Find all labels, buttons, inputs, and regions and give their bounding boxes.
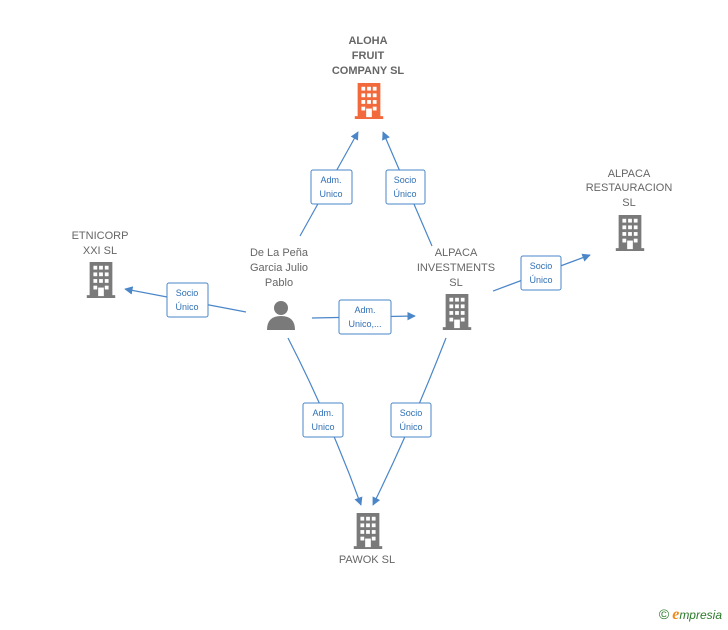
node-label-line: RESTAURACION (586, 182, 673, 194)
edge-label-line: Adm. (320, 175, 341, 185)
edge-label-person-to-etnicorp[interactable]: Socio Único (166, 282, 209, 318)
brand-initial: e (672, 606, 680, 623)
building-icon (86, 262, 116, 298)
node-label-line: SL (449, 277, 462, 289)
edge-label-person-to-investments[interactable]: Adm. Unico,... (338, 299, 392, 335)
node-pawok[interactable]: PAWOK SL (339, 513, 395, 566)
edge-label-line: Socio (176, 288, 199, 298)
edge-label-line: Único (393, 189, 416, 199)
node-etnicorp[interactable]: ETNICORP XXI SL (72, 230, 129, 298)
node-label-line: Garcia Julio (250, 262, 308, 274)
brand-name: mpresia (679, 608, 722, 622)
edge-label-line: Adm. (312, 408, 333, 418)
node-aloha-fruit-company[interactable]: ALOHA FRUIT COMPANY SL (332, 35, 405, 119)
edge-label-investments-to-aloha[interactable]: Socio Único (385, 169, 426, 205)
edge-label-line: Único (529, 275, 552, 285)
node-label-line: SL (622, 197, 635, 209)
building-icon (354, 83, 384, 119)
edge-label-line: Único (399, 422, 422, 432)
building-icon (615, 215, 645, 251)
edge-label-person-to-pawok[interactable]: Adm. Unico (302, 402, 344, 438)
edge-label-investments-to-restauracion[interactable]: Socio Único (520, 255, 562, 291)
edge-label-line: Unico,... (348, 319, 381, 329)
node-label-line: Pablo (265, 277, 293, 289)
person-icon (267, 301, 295, 330)
node-alpaca-investments[interactable]: ALPACA INVESTMENTS SL (417, 247, 495, 330)
building-icon (353, 513, 383, 549)
edge-label-line: Unico (319, 189, 342, 199)
node-label-line: ETNICORP (72, 230, 129, 242)
empresia-logo: ©empresia (659, 606, 722, 624)
node-label-line: INVESTMENTS (417, 262, 495, 274)
node-label-line: ALPACA (435, 247, 478, 259)
copyright-icon: © (658, 606, 670, 622)
edge-label-line: Adm. (354, 305, 375, 315)
node-label-line: PAWOK SL (339, 554, 395, 566)
node-label-line: FRUIT (352, 50, 385, 62)
building-icon (442, 294, 472, 330)
edge-label-line: Socio (400, 408, 423, 418)
edge-label-line: Socio (394, 175, 417, 185)
node-label-line: ALPACA (608, 168, 651, 180)
node-person[interactable]: De La Peña Garcia Julio Pablo (250, 247, 309, 330)
node-label-line: De La Peña (250, 247, 309, 259)
edge-label-investments-to-pawok[interactable]: Socio Único (390, 402, 432, 438)
edge-label-line: Unico (311, 422, 334, 432)
edge-label-line: Socio (530, 261, 553, 271)
node-label-line: COMPANY SL (332, 65, 405, 77)
edge-label-line: Único (175, 302, 198, 312)
node-label-line: XXI SL (83, 245, 117, 257)
node-alpaca-restauracion[interactable]: ALPACA RESTAURACION SL (586, 168, 673, 251)
edge-label-person-to-aloha[interactable]: Adm. Unico (310, 169, 353, 205)
node-label-line: ALOHA (348, 35, 387, 47)
